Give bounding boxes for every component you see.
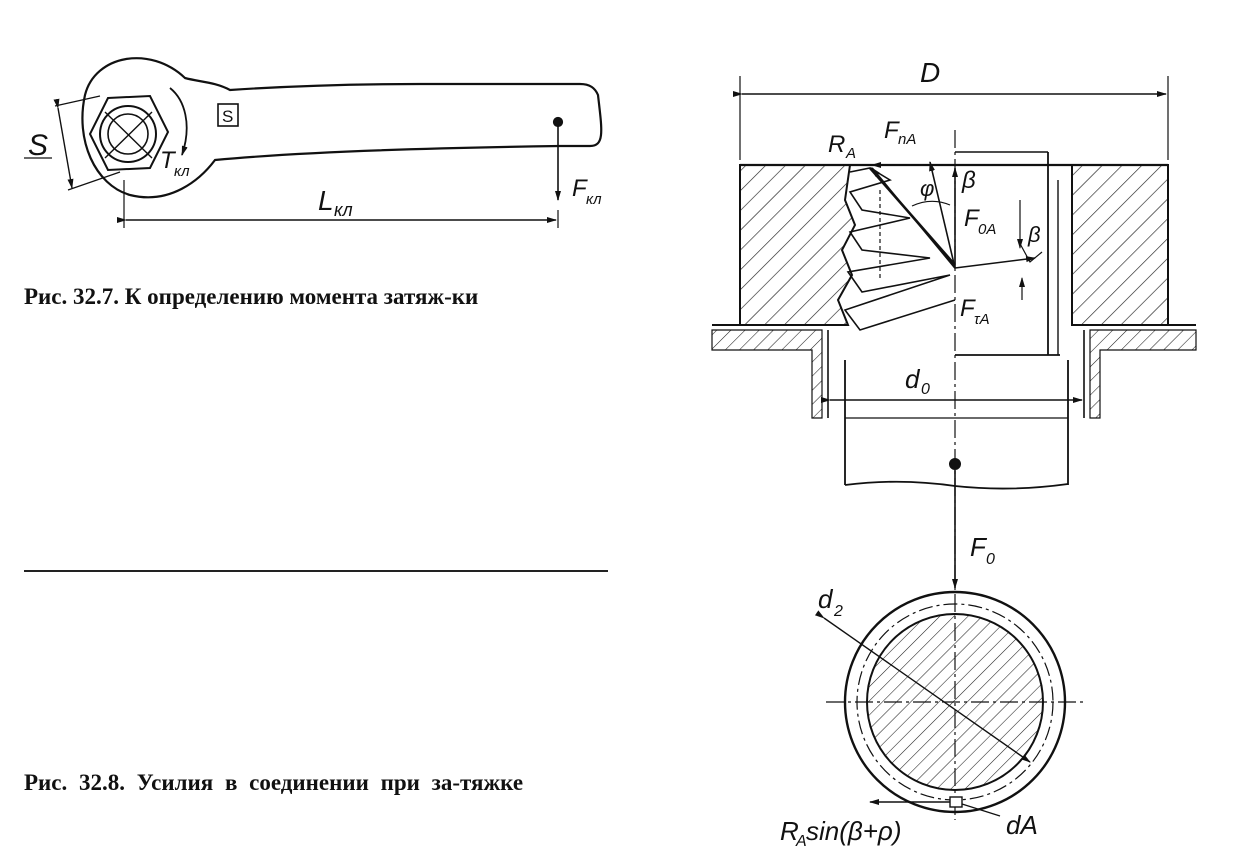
hex-nut xyxy=(88,94,170,172)
wrench-outline xyxy=(81,57,603,199)
label-L-sub: кл xyxy=(334,200,353,220)
bolt-nut-drawing xyxy=(711,76,1197,820)
label-dA: dA xyxy=(1006,810,1038,840)
label-phi: φ xyxy=(920,176,934,201)
nut-right-section xyxy=(1071,164,1169,326)
wrench-drawing xyxy=(24,57,603,228)
label-L: L xyxy=(318,185,334,216)
label-FnA-sub: nA xyxy=(898,131,916,148)
label-RA: R xyxy=(828,131,845,158)
label-F0A-sub: 0A xyxy=(978,221,996,238)
label-d2: d xyxy=(818,584,834,614)
label-S: S xyxy=(28,129,48,162)
label-formula-rest: sin(β+ρ) xyxy=(806,816,901,846)
label-S-box: S xyxy=(222,107,233,126)
figure-caption-32-8: Рис. 32.8. Усилия в соединении при за-тя… xyxy=(24,770,524,795)
load-point xyxy=(949,458,961,470)
label-D: D xyxy=(920,57,940,88)
label-FtA-sub: τA xyxy=(974,311,990,328)
base-left-section xyxy=(711,329,823,419)
section-divider xyxy=(24,570,608,572)
bolt-circle-outer xyxy=(99,105,157,163)
label-beta-top: β xyxy=(961,167,976,194)
label-F-sub: кл xyxy=(586,191,602,208)
d2-dimension xyxy=(814,610,1031,763)
thread-profile xyxy=(843,167,956,331)
label-formula-R: R xyxy=(780,816,799,846)
label-formula-sub: A xyxy=(795,833,807,850)
label-F0A: F xyxy=(964,205,980,232)
size-box xyxy=(217,103,239,127)
area-element xyxy=(949,796,963,808)
label-T-sub: кл xyxy=(174,163,190,180)
figure-caption-32-7: Рис. 32.7. К определению момента затяж-к… xyxy=(24,284,479,309)
nut-left-section xyxy=(739,164,857,326)
label-d0-sub: 0 xyxy=(921,381,930,398)
label-F0: F xyxy=(970,532,988,562)
label-FnA: F xyxy=(884,117,900,144)
label-T: T xyxy=(160,147,177,174)
label-d0: d xyxy=(905,364,921,394)
label-F: F xyxy=(572,175,588,202)
label-F0-sub: 0 xyxy=(986,551,995,568)
label-d2-sub: 2 xyxy=(833,603,843,620)
label-beta-right: β xyxy=(1027,222,1041,247)
torque-arrow xyxy=(169,87,188,156)
bolt-circle-inner xyxy=(107,113,149,155)
label-RA-sub: A xyxy=(845,145,856,162)
label-FtA: F xyxy=(960,295,976,322)
base-right-section xyxy=(1089,329,1197,419)
